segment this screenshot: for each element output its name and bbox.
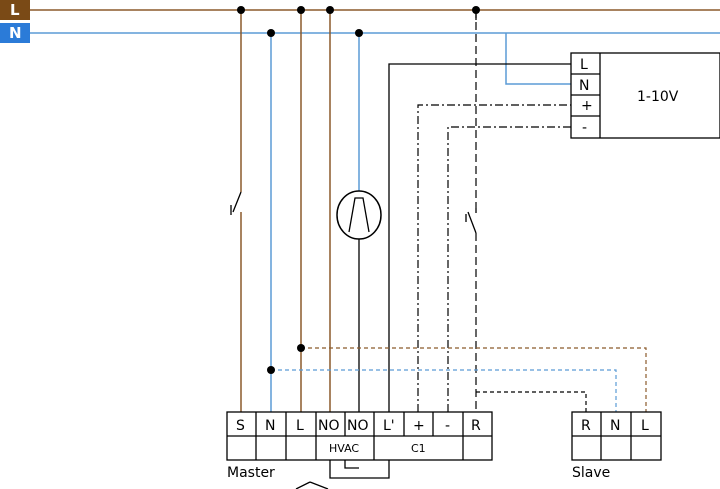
junction-dot (267, 29, 275, 37)
junction-dot (297, 6, 305, 14)
driver-terminal-n: N (579, 78, 589, 94)
driver-switched-live-wire (388, 63, 571, 412)
master-terminal-lprime: L' (383, 418, 395, 434)
slave-terminal-r: R (581, 418, 591, 434)
slave-terminal-l: L (641, 418, 649, 434)
master-label: Master (227, 465, 275, 481)
hvac-load-symbol (348, 197, 370, 233)
slave-neutral-wire (271, 369, 617, 412)
junction-dot (237, 6, 245, 14)
junction-dots (237, 6, 480, 374)
master-terminal-block: S N L NO NO L' + - R HVAC C1 (226, 411, 493, 461)
live-rail-tag (0, 0, 30, 20)
driver-label: 1-10V (637, 89, 679, 105)
pushbutton-contact (467, 211, 477, 234)
control-plus-wire (417, 104, 571, 412)
slave-r-wire (476, 391, 587, 412)
relay-link-right (329, 460, 390, 479)
relay-contact-icon (309, 481, 329, 489)
master-terminal-minus: - (445, 418, 450, 434)
live-rail-label: L (10, 1, 20, 19)
slave-terminal-n: N (610, 418, 620, 434)
junction-dot (267, 366, 275, 374)
junction-dot (326, 6, 334, 14)
junction-dot (355, 29, 363, 37)
slave-terminal-block: R N L (571, 411, 662, 461)
master-terminal-r: R (471, 418, 481, 434)
master-terminal-no2: NO (347, 418, 369, 434)
relay-contact-lead (295, 481, 311, 489)
master-terminal-n: N (265, 418, 275, 434)
slave-label: Slave (572, 465, 610, 481)
slave-live-wire (301, 347, 647, 412)
neutral-rail-label: N (9, 24, 22, 42)
junction-dot (472, 6, 480, 14)
driver-terminal-minus: - (582, 120, 587, 136)
master-group-hvac: HVAC (329, 442, 359, 455)
master-group-c1: C1 (411, 442, 426, 455)
driver-terminal-plus: + (581, 98, 593, 114)
hvac-load-icon (336, 190, 382, 240)
junction-dot (297, 344, 305, 352)
master-terminal-s: S (236, 418, 245, 434)
neutral-rail-tag (0, 23, 30, 43)
driver-terminal-l: L (580, 57, 588, 73)
relay-link-left (344, 460, 359, 469)
switch-contact (232, 191, 242, 213)
driver-neutral-wire (505, 33, 571, 85)
master-terminal-l: L (296, 418, 304, 434)
control-minus-wire (447, 126, 571, 412)
master-terminal-no1: NO (318, 418, 340, 434)
master-terminal-plus: + (413, 418, 425, 434)
